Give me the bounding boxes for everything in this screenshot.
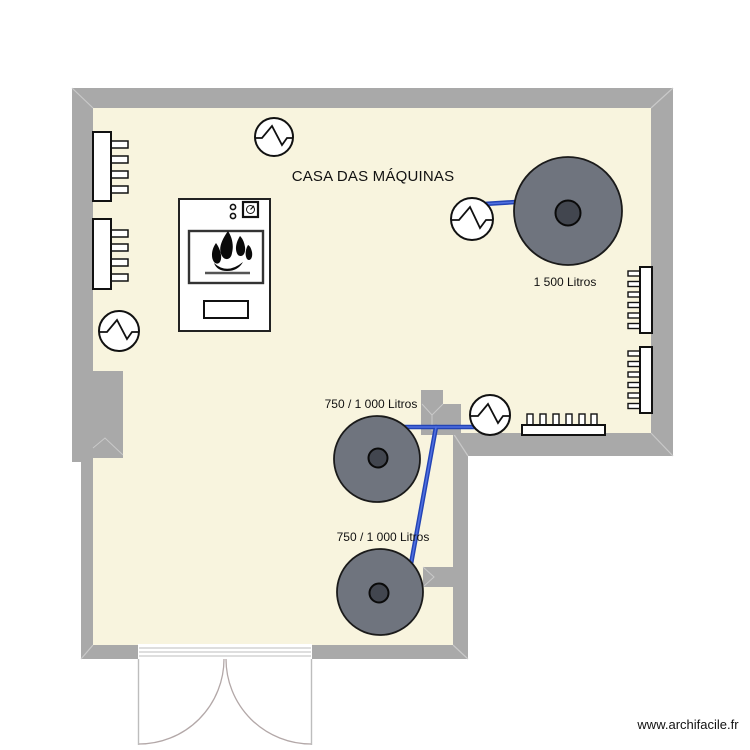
tank-large[interactable]: 1 500 Litros <box>513 156 623 289</box>
boiler-knob-icon <box>229 212 237 220</box>
radiator-fin <box>110 229 129 238</box>
radiator-body <box>521 424 606 436</box>
tank-hub <box>368 582 390 604</box>
tank-middle[interactable]: 750 / 1 000 Litros <box>325 397 421 503</box>
radiator-fin <box>110 258 129 267</box>
pump-zigzag-icon <box>99 318 139 341</box>
tank-bottom-label: 750 / 1 000 Litros <box>337 530 430 544</box>
radiator-left-2[interactable] <box>92 218 129 290</box>
door-jambs <box>137 659 313 745</box>
boiler-drawer <box>203 300 249 319</box>
wall-stub-lower[interactable] <box>423 567 468 587</box>
pipe-network[interactable] <box>402 199 519 567</box>
pump-zigzag-icon <box>255 124 293 147</box>
tank-hub <box>367 447 389 469</box>
tank-hub <box>554 199 582 227</box>
radiator-fin <box>590 413 598 426</box>
radiator-body <box>639 346 653 414</box>
radiator-left-1[interactable] <box>92 131 129 202</box>
watermark: www.archifacile.fr <box>636 717 739 732</box>
radiator-fin <box>565 413 573 426</box>
wall-stub-lower-miter <box>422 566 435 588</box>
radiator-fin <box>110 273 129 282</box>
pump-symbol-large-tank[interactable] <box>450 197 494 241</box>
pipe-highlight <box>410 426 437 565</box>
radiator-bottom-comb[interactable] <box>521 413 606 436</box>
radiator-fin <box>110 185 129 194</box>
pump-symbol-middle[interactable] <box>469 394 511 436</box>
boiler[interactable] <box>178 198 271 332</box>
radiator-right-2[interactable] <box>627 346 653 414</box>
radiator-fin <box>110 140 129 149</box>
radiator-fin <box>110 155 129 164</box>
radiator-fin <box>110 243 129 252</box>
radiator-fin <box>526 413 534 426</box>
door-swing-arcs <box>138 658 312 745</box>
entry-door[interactable] <box>137 644 313 745</box>
pipe-highlight <box>483 201 517 205</box>
door-threshold-lines <box>139 647 311 657</box>
pump-symbol-top[interactable] <box>254 117 294 157</box>
tank-large-label: 1 500 Litros <box>534 275 597 289</box>
wall-pillar-miter <box>92 437 124 456</box>
pump-zigzag-icon <box>451 205 493 230</box>
radiator-body <box>92 131 112 202</box>
pump-zigzag-icon <box>470 402 510 425</box>
radiator-fin <box>539 413 547 426</box>
wall-miter-lines <box>71 87 674 660</box>
radiator-fin <box>552 413 560 426</box>
tank-bottom[interactable]: 750 / 1 000 Litros <box>336 530 430 636</box>
boiler-knob-icon <box>229 203 237 211</box>
radiator-fin <box>578 413 586 426</box>
radiator-body <box>639 266 653 334</box>
flame-icon <box>205 231 253 275</box>
radiator-fin <box>110 170 129 179</box>
gauge-icon <box>241 200 260 219</box>
radiator-right-1[interactable] <box>627 266 653 334</box>
tank-middle-label: 750 / 1 000 Litros <box>325 397 418 411</box>
pump-symbol-left[interactable] <box>98 310 140 352</box>
room-label[interactable]: CASA DAS MÁQUINAS <box>292 168 455 185</box>
radiator-body <box>92 218 112 290</box>
wall-pillar[interactable] <box>93 371 123 458</box>
